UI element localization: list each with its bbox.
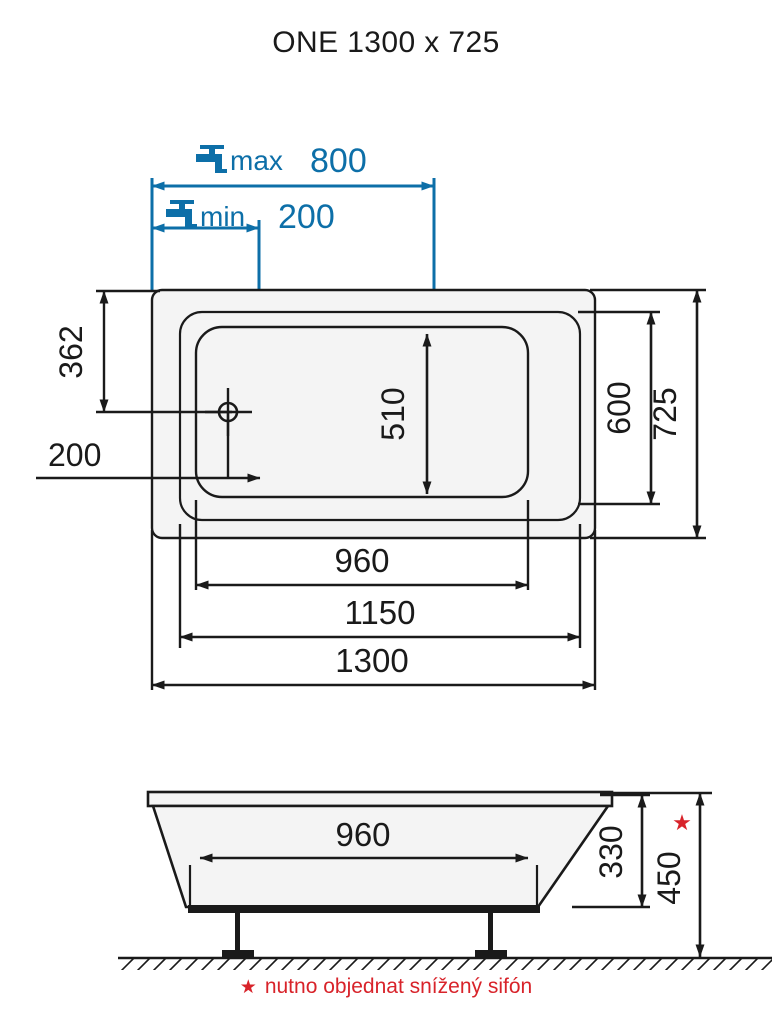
dim-label-600: 600 xyxy=(601,381,637,434)
dim-label-960: 960 xyxy=(334,542,389,579)
faucet-icon xyxy=(196,145,227,173)
dim-725-group xyxy=(590,288,706,540)
star-icon: ★ xyxy=(239,977,257,998)
footnote: ★ nutno objednat snížený sifón xyxy=(0,975,772,999)
tap-dimension-group xyxy=(150,178,436,292)
dim-label-1300: 1300 xyxy=(335,642,408,679)
dim-362-group xyxy=(96,289,232,414)
dim-label-362: 362 xyxy=(53,325,89,378)
tub-rim-slab xyxy=(146,790,614,808)
tub-leg xyxy=(222,913,254,958)
plan-witness-lines xyxy=(150,500,597,690)
tub-leg xyxy=(475,913,507,958)
dim-label-330: 330 xyxy=(593,825,629,878)
tub-base-plate xyxy=(188,905,540,913)
dim-label-elev-960: 960 xyxy=(335,816,390,853)
page-title: ONE 1300 x 725 xyxy=(272,26,500,59)
bathtub-plan-view xyxy=(150,288,597,540)
star-marker-icon: ★ xyxy=(672,810,692,835)
dim-label-725: 725 xyxy=(647,387,683,440)
dim-label-1150: 1150 xyxy=(345,594,416,631)
dim-450-group xyxy=(600,791,712,958)
dim-label-510: 510 xyxy=(375,387,411,440)
max-label: max xyxy=(230,145,283,176)
dim-200-group xyxy=(36,412,261,483)
min-value: 200 xyxy=(278,198,335,236)
max-value: 800 xyxy=(310,142,367,180)
min-label: min xyxy=(200,201,245,232)
faucet-icon xyxy=(166,200,197,228)
dim-label-200: 200 xyxy=(48,437,101,473)
dim-330-group xyxy=(572,793,650,909)
footnote-text: nutno objednat snížený sifón xyxy=(264,975,533,998)
dim-label-450: 450 xyxy=(651,851,687,904)
floor-hatching xyxy=(120,957,772,970)
dim-600-group xyxy=(578,310,660,506)
